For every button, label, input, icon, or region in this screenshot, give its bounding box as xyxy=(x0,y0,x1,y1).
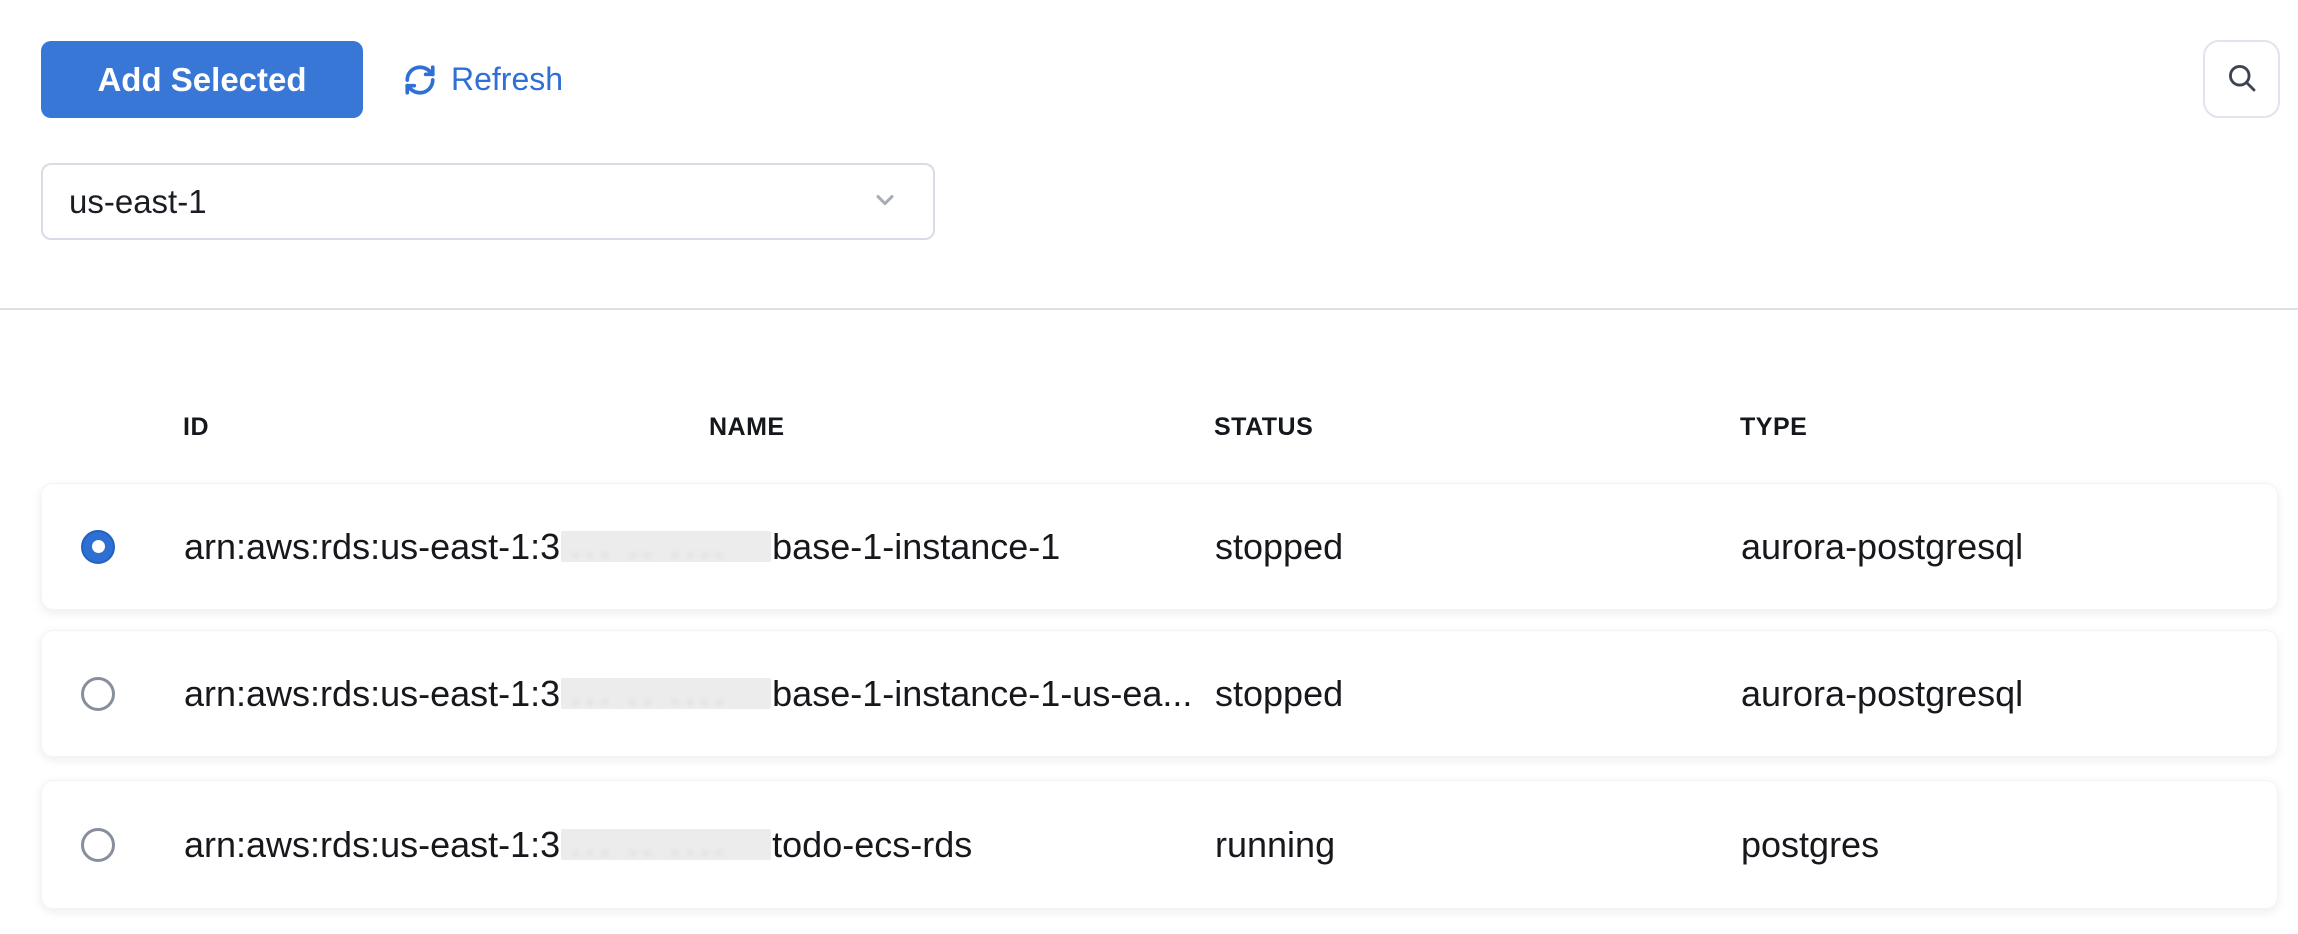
type-cell: aurora-postgresql xyxy=(1741,672,2024,714)
row-radio[interactable] xyxy=(81,827,115,862)
table-row[interactable]: arn:aws:rds:us-east-1:3··· ·· ····base-1… xyxy=(41,483,2278,610)
section-divider xyxy=(0,308,2298,310)
instance-id-cell: arn:aws:rds:us-east-1:3··· ·· ····base-1… xyxy=(184,672,1193,716)
table-header-row: ID NAME STATUS TYPE xyxy=(0,413,2298,447)
redacted-account-id: ··· ·· ···· xyxy=(561,829,772,866)
status-cell: running xyxy=(1215,823,1336,865)
redacted-account-id: ··· ·· ···· xyxy=(561,531,772,568)
row-radio[interactable] xyxy=(81,676,115,711)
table-row[interactable]: arn:aws:rds:us-east-1:3··· ·· ····todo-e… xyxy=(41,780,2278,909)
status-cell: stopped xyxy=(1215,672,1344,714)
type-cell: aurora-postgresql xyxy=(1741,525,2024,567)
region-dropdown-value: us-east-1 xyxy=(69,182,207,220)
add-selected-button[interactable]: Add Selected xyxy=(41,41,363,118)
chevron-down-icon xyxy=(871,185,899,218)
search-icon xyxy=(2224,60,2260,99)
redacted-account-id: ··· ·· ···· xyxy=(561,678,772,715)
column-header-type: TYPE xyxy=(1740,413,1808,441)
column-header-status: STATUS xyxy=(1214,413,1314,441)
column-header-id: ID xyxy=(183,413,209,441)
column-header-name: NAME xyxy=(709,413,785,441)
status-cell: stopped xyxy=(1215,525,1344,567)
instance-id-cell: arn:aws:rds:us-east-1:3··· ·· ····base-1… xyxy=(184,525,1061,569)
refresh-label: Refresh xyxy=(451,61,564,97)
refresh-icon xyxy=(403,63,437,97)
type-cell: postgres xyxy=(1741,823,1880,865)
table-row[interactable]: arn:aws:rds:us-east-1:3··· ·· ····base-1… xyxy=(41,630,2278,757)
region-dropdown[interactable]: us-east-1 xyxy=(41,163,935,240)
refresh-button[interactable]: Refresh xyxy=(403,41,563,118)
row-radio-selected[interactable] xyxy=(81,529,115,564)
search-button[interactable] xyxy=(2203,40,2280,118)
instance-id-cell: arn:aws:rds:us-east-1:3··· ·· ····todo-e… xyxy=(184,823,973,867)
